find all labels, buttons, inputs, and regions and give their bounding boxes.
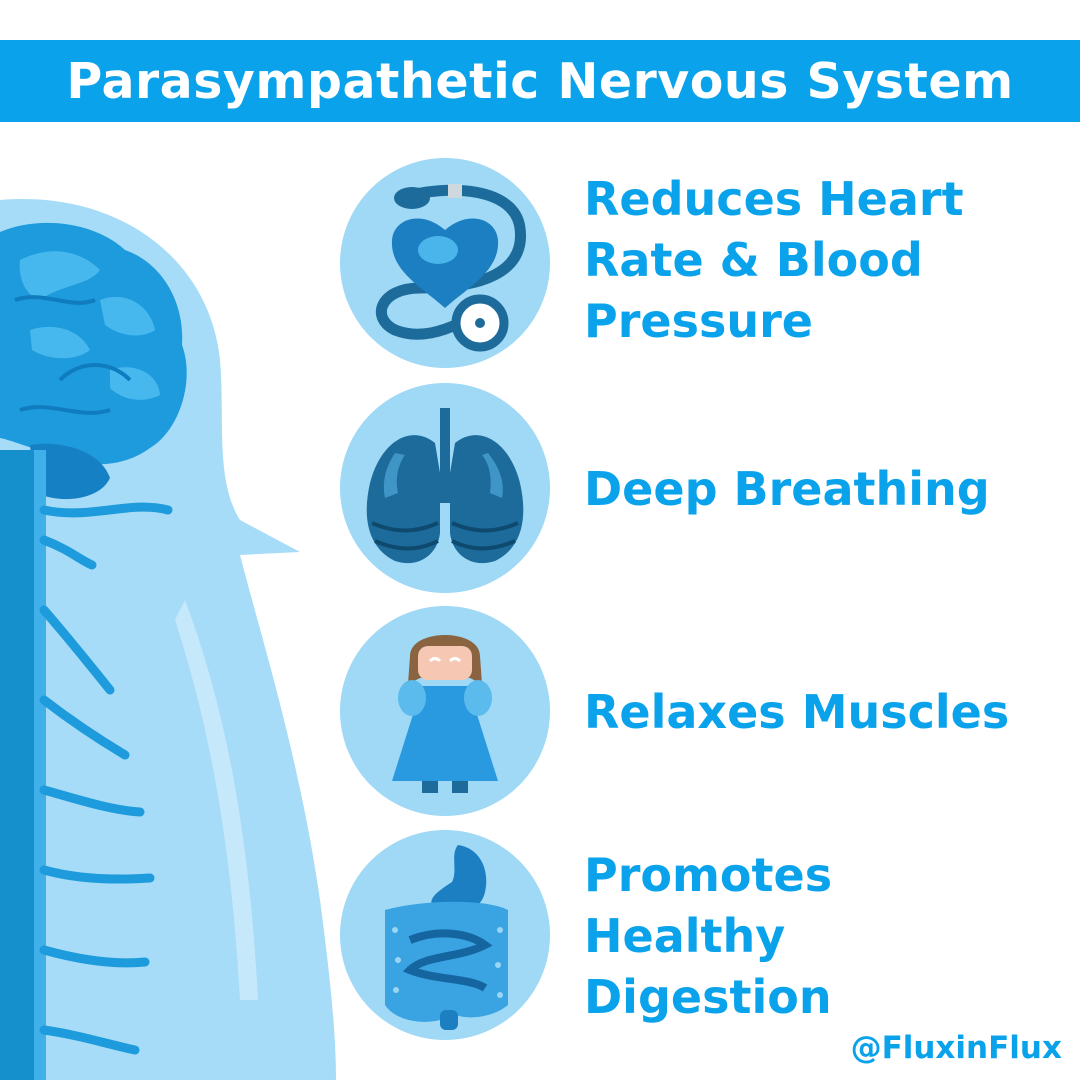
social-handle: @FluxinFlux <box>850 1030 1062 1066</box>
benefit-digestion: Promotes Healthy Digestion <box>584 845 1064 1028</box>
benefit-heart-rate: Reduces Heart Rate & Blood Pressure <box>584 169 1064 352</box>
benefit-line: Pressure <box>584 294 813 348</box>
spinal-cord <box>0 450 34 1080</box>
nerve-branches <box>39 502 173 1055</box>
page-title: Parasympathetic Nervous System <box>66 52 1014 110</box>
relaxed-person-icon <box>340 606 550 816</box>
title-banner: Parasympathetic Nervous System <box>0 40 1080 122</box>
lungs-icon <box>340 383 550 593</box>
heart-stethoscope-icon <box>340 158 550 368</box>
benefit-line: Healthy <box>584 909 786 963</box>
benefit-line: Rate & Blood <box>584 233 923 287</box>
benefit-muscles: Relaxes Muscles <box>584 682 1064 743</box>
brain-icon <box>0 222 187 500</box>
benefit-breathing: Deep Breathing <box>584 459 1064 520</box>
digestive-system-icon <box>340 830 550 1040</box>
nervous-system-illustration <box>0 199 336 1080</box>
benefit-line: Reduces Heart <box>584 172 964 226</box>
benefit-line: Promotes <box>584 848 833 902</box>
benefit-line: Digestion <box>584 970 832 1024</box>
benefit-line: Deep Breathing <box>584 462 990 516</box>
benefit-line: Relaxes Muscles <box>584 685 1010 739</box>
arm-gap <box>175 600 258 1000</box>
